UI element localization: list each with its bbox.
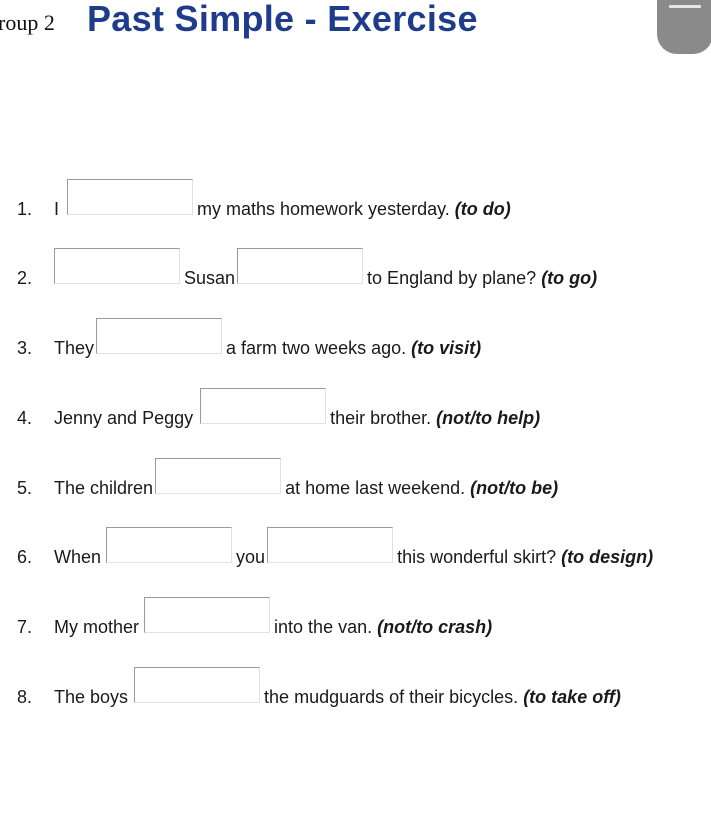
sentence-line: Jenny and Peggy their brother. (not/to h…: [54, 388, 540, 428]
exercise-item-8: 8. The boys the mudguards of their bicyc…: [0, 667, 711, 707]
answer-blank-2a[interactable]: [54, 248, 180, 284]
sentence-text: When: [54, 547, 102, 567]
sentence-text: this wonderful skirt?: [397, 547, 557, 567]
exercise-item-1: 1. I my maths homework yesterday. (to do…: [0, 179, 711, 219]
item-number: 6.: [17, 547, 33, 567]
sentence-text: The children: [54, 478, 154, 498]
sentence-text: I: [54, 199, 60, 219]
item-number: 3.: [17, 338, 33, 358]
answer-blank-7[interactable]: [144, 597, 271, 633]
verb-hint: (to go): [541, 268, 598, 288]
answer-blank-1[interactable]: [67, 179, 194, 215]
verb-hint: (to design): [561, 547, 654, 567]
sentence-line: My mother into the van. (not/to crash): [54, 597, 492, 637]
page-title: Past Simple - Exercise: [87, 0, 478, 39]
answer-blank-4[interactable]: [200, 388, 327, 424]
sentence-text: The boys: [54, 687, 129, 707]
sentence-text: at home last weekend.: [285, 478, 466, 498]
sentence-line: Susan to England by plane? (to go): [54, 248, 597, 288]
answer-blank-6b[interactable]: [267, 527, 394, 563]
verb-hint: (to visit): [411, 338, 482, 358]
group-label: roup 2: [0, 10, 55, 35]
verb-hint: (to take off): [523, 687, 621, 707]
sentence-line: The boys the mudguards of their bicycles…: [54, 667, 621, 707]
answer-blank-3[interactable]: [96, 318, 223, 354]
sentence-line: I my maths homework yesterday. (to do): [54, 179, 511, 219]
exercise-item-7: 7. My mother into the van. (not/to crash…: [0, 597, 711, 637]
page-header: roup 2 Past Simple - Exercise: [0, 0, 660, 44]
item-number: 2.: [17, 268, 33, 288]
sentence-text: into the van.: [274, 617, 373, 637]
exercise-item-5: 5. The children at home last weekend. (n…: [0, 458, 711, 498]
sentence-text: My mother: [54, 617, 140, 637]
item-number: 1.: [17, 199, 33, 219]
sentence-text: the mudguards of their bicycles.: [264, 687, 519, 707]
sentence-text: They: [54, 338, 95, 358]
sentence-text: a farm two weeks ago.: [226, 338, 407, 358]
sentence-text: to England by plane?: [367, 268, 537, 288]
minus-icon: [669, 5, 701, 8]
corner-menu-button[interactable]: [657, 0, 711, 54]
sentence-text: you: [236, 547, 266, 567]
exercise-item-3: 3. They a farm two weeks ago. (to visit): [0, 318, 711, 358]
verb-hint: (not/to help): [436, 408, 541, 428]
answer-blank-5[interactable]: [155, 458, 282, 494]
sentence-line: When you this wonderful skirt? (to desig…: [54, 527, 653, 567]
exercise-item-6: 6. When you this wonderful skirt? (to de…: [0, 527, 711, 567]
exercise-item-2: 2. Susan to England by plane? (to go): [0, 248, 711, 288]
item-number: 8.: [17, 687, 33, 707]
sentence-line: The children at home last weekend. (not/…: [54, 458, 558, 498]
sentence-text: their brother.: [330, 408, 432, 428]
sentence-line: They a farm two weeks ago. (to visit): [54, 318, 481, 358]
answer-blank-6a[interactable]: [106, 527, 233, 563]
item-number: 5.: [17, 478, 33, 498]
verb-hint: (not/to crash): [377, 617, 493, 637]
answer-blank-2b[interactable]: [237, 248, 364, 284]
sentence-text: Susan: [184, 268, 236, 288]
item-number: 7.: [17, 617, 33, 637]
item-number: 4.: [17, 408, 33, 428]
sentence-text: Jenny and Peggy: [54, 408, 194, 428]
verb-hint: (not/to be): [470, 478, 559, 498]
answer-blank-8[interactable]: [134, 667, 261, 703]
verb-hint: (to do): [454, 199, 511, 219]
exercise-item-4: 4. Jenny and Peggy their brother. (not/t…: [0, 388, 711, 428]
sentence-text: my maths homework yesterday.: [197, 199, 450, 219]
